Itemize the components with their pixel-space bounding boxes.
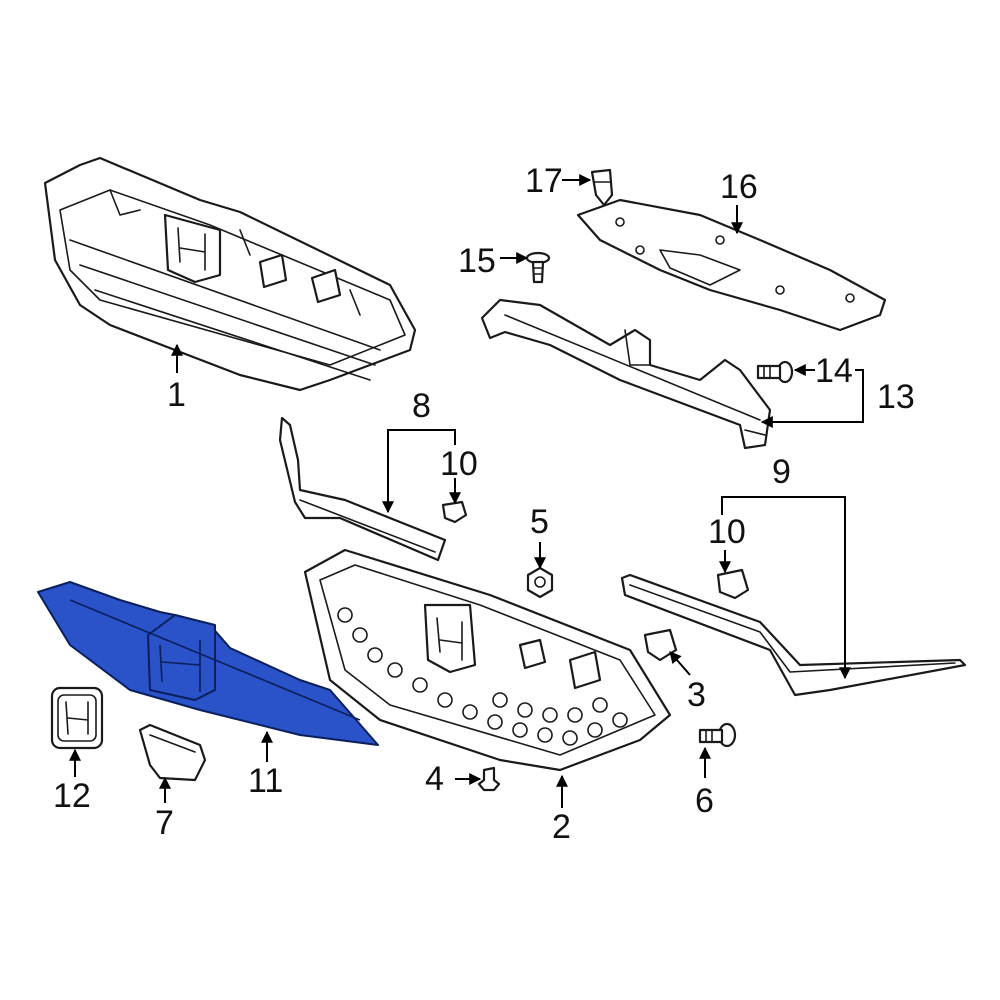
upper-support-beam (480, 298, 772, 450)
lower-grille (303, 548, 672, 772)
callout-1: 1 (167, 376, 186, 414)
clip-17 (590, 168, 614, 207)
clip-10-left (441, 500, 468, 524)
callout-2: 2 (552, 808, 571, 846)
callout-4: 4 (425, 760, 444, 798)
nut-5 (526, 566, 554, 599)
callout-13: 13 (877, 378, 915, 416)
callout-7: 7 (155, 804, 174, 842)
leader-lines (69, 174, 815, 808)
upper-cover (576, 198, 887, 332)
upper-grille (43, 156, 417, 392)
callout-3: 3 (687, 676, 706, 714)
callout-9: 9 (772, 453, 791, 491)
bolt-6 (698, 722, 737, 748)
callout-12: 12 (53, 777, 91, 815)
grille-reinforcement-highlighted (37, 581, 379, 746)
screw-15 (525, 251, 551, 284)
honeycomb-mesh (337, 607, 628, 746)
clip-4 (477, 766, 501, 792)
bracket-9 (721, 496, 851, 680)
bolt-14 (756, 360, 794, 384)
callout-6: 6 (695, 782, 714, 820)
left-garnish-strip (278, 416, 447, 562)
callout-16: 16 (720, 168, 758, 206)
callout-11: 11 (248, 762, 283, 800)
callout-5: 5 (530, 503, 549, 541)
side-bracket (138, 723, 207, 782)
callout-17: 17 (525, 162, 563, 200)
bracket-13 (760, 369, 864, 428)
callout-labels: 1 2 3 4 5 6 7 8 9 10 10 11 12 13 14 15 1… (53, 162, 915, 846)
right-garnish-strip (620, 573, 967, 697)
callout-10-left: 10 (440, 445, 478, 483)
callout-8: 8 (412, 387, 431, 425)
bracket-8 (382, 429, 456, 514)
emblem (50, 686, 104, 750)
callout-15: 15 (458, 242, 496, 280)
callout-14: 14 (815, 352, 853, 390)
callout-10-right: 10 (708, 513, 746, 551)
clip-10-right (716, 568, 750, 600)
clip-3 (643, 628, 678, 662)
